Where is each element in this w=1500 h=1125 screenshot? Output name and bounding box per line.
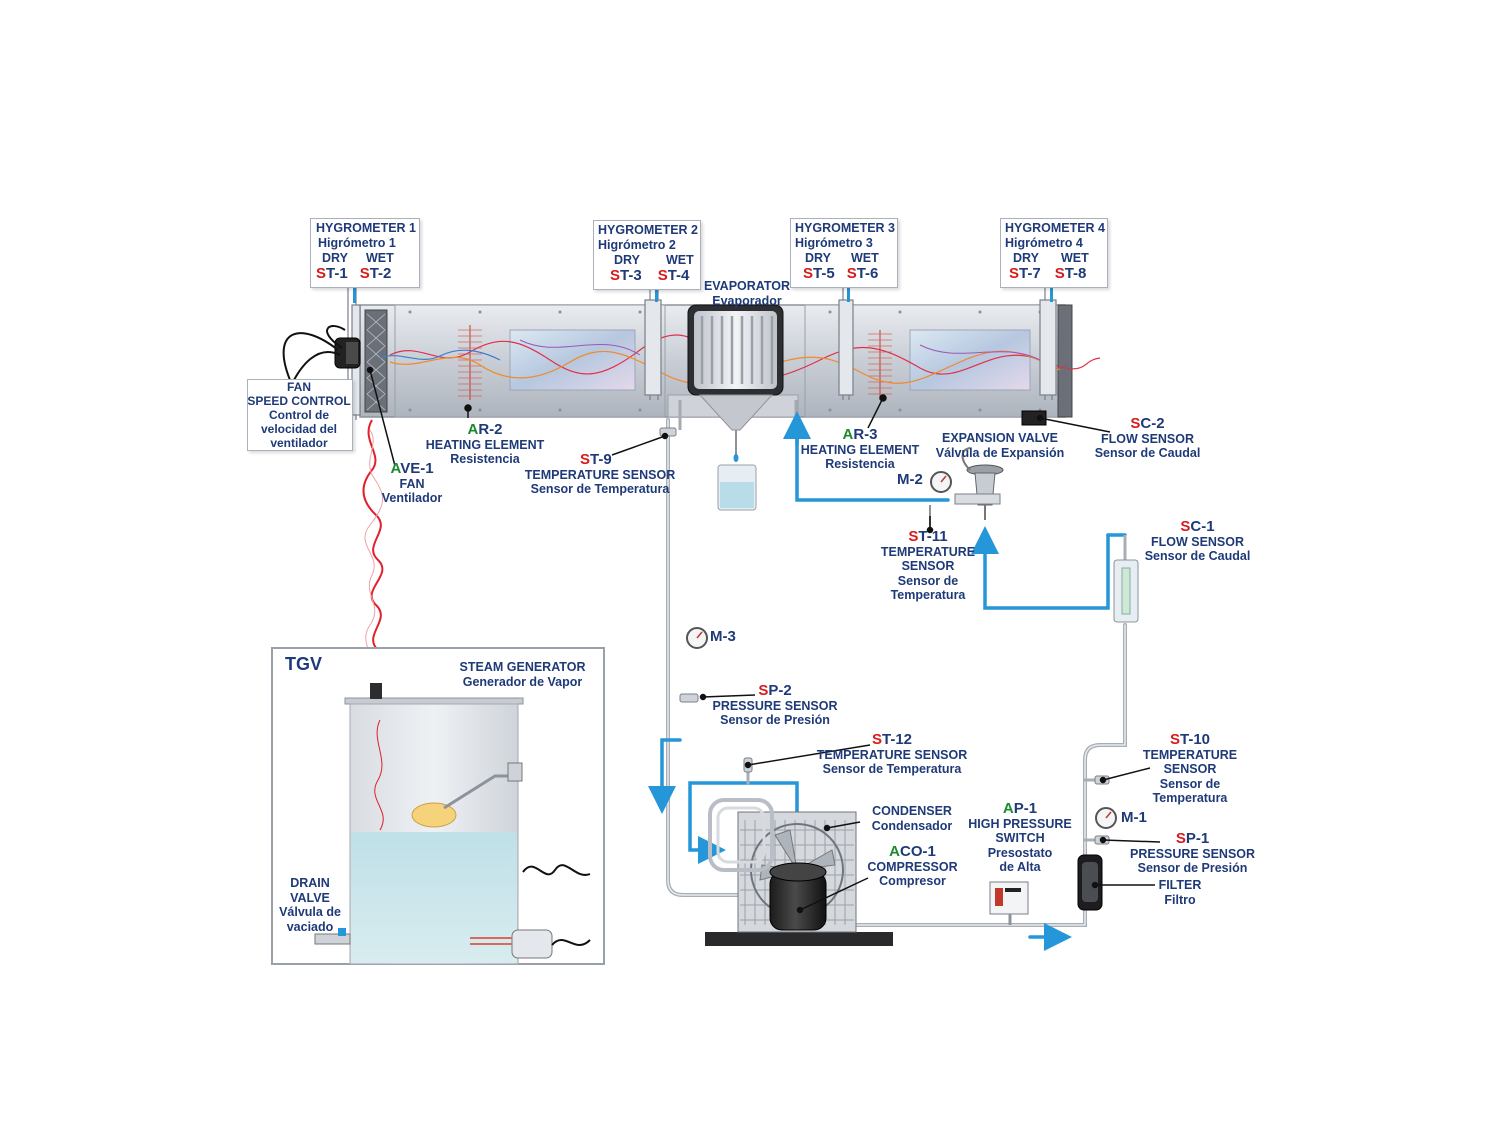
fan-motor	[282, 325, 361, 401]
fan-label: AVE-1 FAN Ventilador	[381, 460, 443, 505]
hygrometer-2-box	[593, 220, 701, 290]
heating-element-3-label: AR-3 HEATING ELEMENT Resistencia	[800, 426, 920, 471]
steam-generator	[271, 647, 605, 965]
temperature-sensor-st10-label: ST-10 TEMPERATURE SENSOR Sensor de Tempe…	[1142, 731, 1238, 805]
drain-valve-label: DRAIN VALVE Válvula de vaciado	[279, 876, 341, 934]
leader-lines	[366, 366, 1161, 914]
heating-element-2-label: AR-2 HEATING ELEMENT Resistencia	[425, 421, 545, 466]
pressure-gauges	[686, 471, 1117, 829]
manometer-m3-label: M-3	[710, 628, 736, 645]
hygrometer-1-box	[310, 218, 420, 288]
hygrometer-4-box	[1000, 218, 1108, 288]
temperature-sensor-st12-label: ST-12 TEMPERATURE SENSOR Sensor de Tempe…	[816, 731, 968, 776]
expansion-valve-body	[929, 447, 1004, 530]
evaporator-label: EVAPORATOR Evaporador	[703, 279, 791, 308]
temperature-sensor-st9-label: ST-9 TEMPERATURE SENSOR Sensor de Temper…	[524, 451, 676, 496]
flow-sensor-sc2-label: SC-2 FLOW SENSOR Sensor de Caudal	[1094, 415, 1201, 460]
manometer-m1-label: M-1	[1121, 809, 1147, 826]
condenser-label: CONDENSER Condensador	[871, 804, 953, 833]
pressure-sensor-sp2-label: SP-2 PRESSURE SENSOR Sensor de Presión	[712, 682, 838, 727]
hygrometer-3-box	[790, 218, 898, 288]
refrigerant-pipes	[648, 411, 1127, 951]
filter-label: FILTER Filtro	[1158, 878, 1202, 907]
evaporator	[678, 304, 798, 511]
expansion-valve-label: EXPANSION VALVE Válvula de Expansión	[935, 431, 1065, 460]
fan-speed-control-label: FAN SPEED CONTROL Control de velocidad d…	[247, 380, 351, 450]
high-pressure-switch-body	[989, 881, 1029, 925]
temperature-sensor-st11-label: ST-11 TEMPERATURE SENSOR Sensor de Tempe…	[880, 528, 976, 602]
flow-sensor-sc1-label: SC-1 FLOW SENSOR Sensor de Caudal	[1144, 518, 1251, 563]
compressor-label: ACO-1 COMPRESSOR Compresor	[867, 843, 958, 888]
high-pressure-switch-label: AP-1 HIGH PRESSURE SWITCH Presostato de …	[968, 800, 1072, 874]
tgv-label: TGV	[285, 654, 323, 674]
manometer-m2-label: M-2	[897, 471, 923, 488]
condensing-unit	[705, 798, 893, 946]
steam-generator-label: STEAM GENERATOR Generador de Vapor	[459, 660, 586, 689]
filter-body	[1077, 854, 1103, 911]
flow-sensor-body	[1113, 535, 1139, 623]
pressure-sensor-sp1-label: SP-1 PRESSURE SENSOR Sensor de Presión	[1130, 830, 1256, 875]
fan-speed-control-box	[247, 379, 353, 451]
